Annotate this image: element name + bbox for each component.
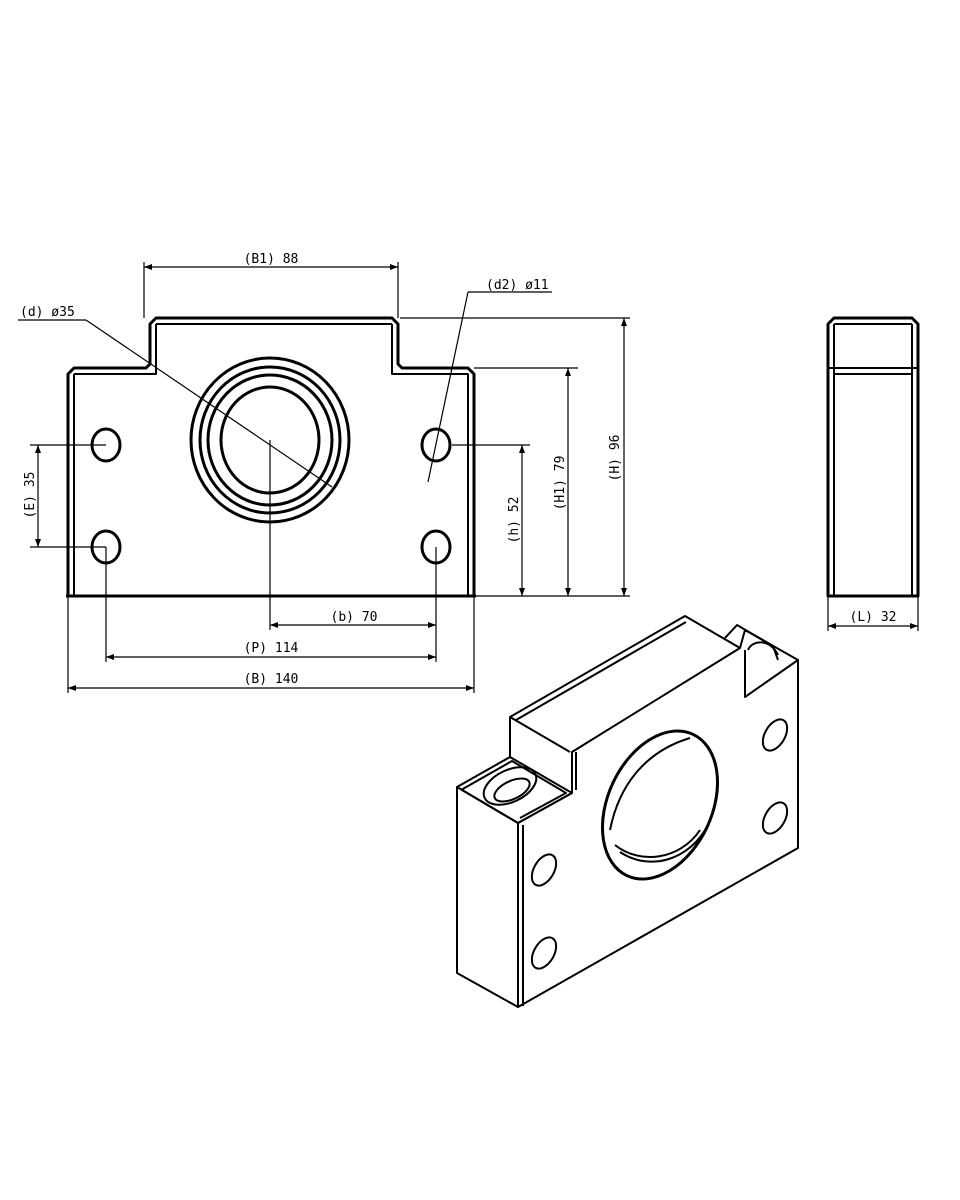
iso-notch-pocket [724,624,779,661]
iso-counterbore-left [482,766,538,806]
dimension-d2-label: (d2) ø11 [486,278,549,293]
dimension-d2: (d2) ø11 [427,278,552,483]
dimension-b-total-label: (B) 140 [244,672,299,687]
dimension-h1-label: (H1) 79 [553,456,568,511]
dimension-p-label: (P) 114 [244,641,299,656]
dimension-e: (E) 35 [23,444,106,548]
dimension-b1: (B1) 88 [143,252,399,318]
isometric-view [456,615,799,1008]
dimension-b1-label: (B1) 88 [244,252,299,267]
dimension-b-small-label: (b) 70 [331,610,378,625]
iso-raised-block [509,615,741,793]
dimension-b-total: (B) 140 [67,596,475,693]
front-outline [66,316,476,598]
dimension-d-label: (d) ø35 [20,305,75,320]
iso-bore [600,729,720,881]
dimension-e-label: (E) 35 [23,472,38,519]
dimension-l-label: (L) 32 [850,610,897,625]
dimension-b-small: (b) 70 [269,440,437,662]
dimension-h-total: (H) 96 [400,317,630,597]
front-chamfer-lines [73,323,469,596]
mounting-holes [90,427,452,565]
dimension-h-center-label: (h) 52 [507,497,522,544]
dimension-h-center: (h) 52 [452,444,530,596]
side-chamfer-lines [828,323,918,596]
dimension-d: (d) ø35 [18,305,333,488]
iso-main-face [517,629,799,1008]
dimension-l: (L) 32 [827,596,919,631]
dimension-h1: (H1) 79 [474,367,578,596]
side-view: (L) 32 [826,316,920,631]
side-outline [826,316,920,598]
dimension-h-total-label: (H) 96 [608,435,623,482]
dimension-p: (P) 114 [105,547,436,662]
iso-mounting-holes [530,718,789,970]
front-view: (B1) 88 (d) ø35 (d2) ø11 (H) 96 (H1) 79 [18,252,630,693]
